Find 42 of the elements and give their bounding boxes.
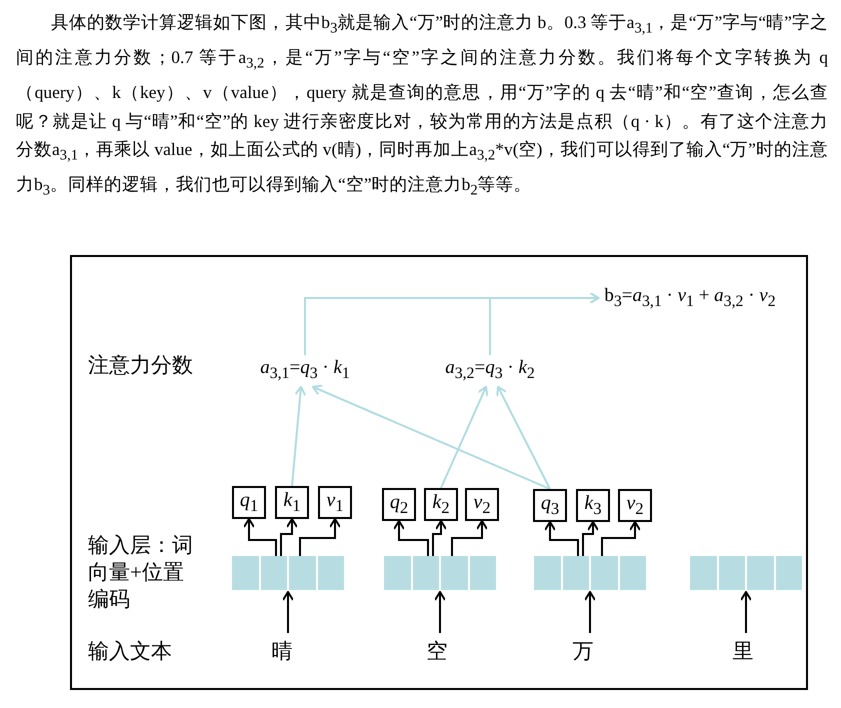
- arrow: [544, 521, 579, 556]
- arrow: [489, 292, 600, 356]
- row-label: 输入层：词向量+位置编码: [88, 532, 194, 613]
- input-character: 晴: [272, 637, 292, 665]
- input-character: 万: [572, 637, 594, 665]
- arrow: [432, 520, 447, 556]
- arrow: [434, 591, 446, 633]
- paragraph: 具体的数学计算逻辑如下图，其中b$_{3}$就是输入“万”时的注意力 b。0.3 等于a$_{3,1}$，是“万”字与“晴”字之间的注意力分数；0.7 等于a$_{3,2}$，是“万”字与“空”字之间的注意力分数。我们将每个文字转换为 q（query）、k（key）、v（value），query 就是查询的意思，用“万”字的 q 去“晴”和“空”查询，怎么查呢？就是让 q 与“晴”和“空”的 key 进行亲密度比对，较为常用的方法是点积（q · k）。有了这个注意力分数a$_{3,1}$，再乘以 value，如上面公式的 v(晴)，同时再加上a$_{3,2}$*v(空)，我们可以得到了输入“万”时的注意力b$_{3}$。同样的逻辑，我们也可以得到输入“空”时的注意力b$_{2}$等等。: [16, 11, 828, 200]
- formula: a$_{3,2}$=q$_{3}$ · k$_{2}$: [445, 357, 535, 383]
- row-label: 输入文本: [88, 638, 173, 665]
- arrow: [740, 591, 752, 633]
- arrow: [496, 386, 551, 490]
- arrow: [601, 521, 641, 556]
- embedding-bar: [384, 556, 496, 590]
- vector-box: k$_{1}$: [275, 486, 309, 519]
- arrow: [582, 521, 599, 556]
- arrow: [291, 386, 306, 486]
- arrow: [451, 520, 488, 556]
- vector-box: q$_{3}$: [533, 489, 567, 522]
- arrow: [312, 384, 550, 490]
- arrow: [280, 518, 298, 556]
- input-character: 空: [426, 637, 448, 665]
- embedding-bar: [534, 556, 646, 590]
- vector-box: v$_{2}$: [618, 489, 652, 522]
- vector-box: v$_{2}$: [465, 488, 499, 521]
- vector-box: k$_{2}$: [424, 488, 458, 521]
- embedding-bar: [232, 556, 344, 590]
- arrow: [393, 520, 429, 556]
- formula: b$_{3}$=a$_{3,1}$ · v$_{1}$ + a$_{3,2}$ · v$_{2}$: [604, 285, 776, 311]
- formula: a$_{3,1}$=q$_{3}$ · k$_{1}$: [260, 357, 350, 383]
- arrow: [282, 591, 294, 633]
- arrow: [440, 386, 488, 488]
- arrow: [299, 518, 341, 556]
- input-character: 里: [732, 637, 754, 665]
- vector-box: v$_{1}$: [318, 486, 352, 519]
- arrow: [243, 518, 277, 556]
- vector-box: q$_{2}$: [382, 488, 416, 521]
- arrow: [584, 591, 596, 633]
- vector-box: k$_{3}$: [576, 489, 610, 522]
- vector-box: q$_{1}$: [232, 486, 266, 519]
- embedding-bar: [690, 556, 802, 590]
- row-label: 注意力分数: [88, 352, 194, 379]
